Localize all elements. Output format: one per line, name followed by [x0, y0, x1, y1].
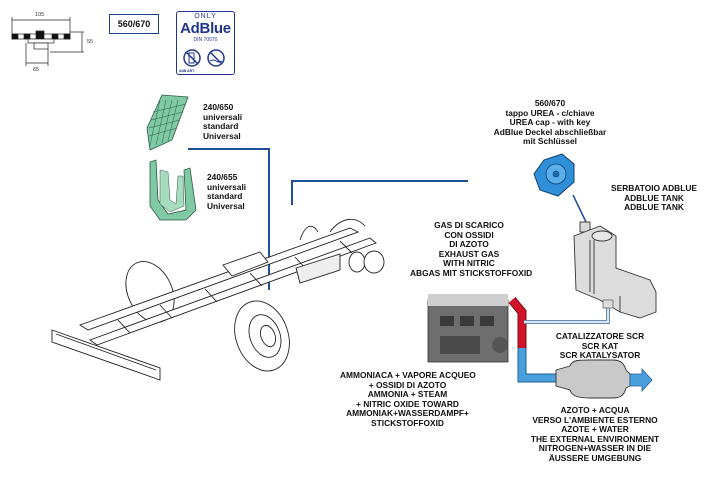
exhaust-label-line: WITH NITRIC — [443, 258, 495, 269]
ammonia-steam-label: AMMONIACA + VAPORE ACQUEO + OSSIDI DI AZ… — [340, 370, 476, 429]
exhaust-label-line: DI AZOTO — [449, 239, 489, 250]
output-label-line: AZOTO + ACQUA — [560, 405, 630, 415]
catalyst-label-line: SCR KAT — [581, 340, 619, 351]
scr-catalyst-label: CATALIZZATORE SCR SCR KAT SCR KATALYSATO… — [545, 331, 655, 361]
bracket-240-650-image — [146, 94, 189, 151]
catalyst-label-line: CATALIZZATORE SCR — [555, 331, 645, 341]
bracket-code: 240/655 — [207, 172, 238, 182]
exhaust-label-line: ABGAS MIT STICKSTOFFOXID — [410, 267, 533, 278]
urea-cap-line: AdBlue Deckel abschließbar — [493, 126, 607, 137]
exhaust-gas-label: GAS DI SCARICO CON OSSIDI DI AZOTO EXHAU… — [410, 220, 533, 279]
urea-cap-code: 560/670 — [534, 98, 566, 108]
dim-width-label: 105 — [35, 12, 45, 18]
bracket-desc-line: Universal — [207, 200, 245, 211]
dim-base-label: 65 — [33, 67, 40, 73]
urea-cap-line: tappo UREA - c/chiave — [505, 107, 595, 118]
output-label-line: VERSO L'AMBIENTE ESTERNO — [532, 414, 658, 425]
bracket-240-650-label: 240/650 universali standard Universal — [203, 102, 243, 141]
ammonia-label-line: + NITRIC OXIDE TOWARD — [356, 398, 459, 409]
output-label-line: NITROGEN+WASSER IN DIE — [538, 443, 652, 454]
ammonia-label-line: STICKSTOFFOXID — [371, 417, 444, 428]
adblue-only-label: ONLY AdBlue DIN 70070 AdB ART — [176, 11, 235, 75]
leader-lines — [188, 148, 587, 290]
output-label-line: THE EXTERNAL ENVIRONMENT — [530, 433, 660, 444]
exhaust-label-line: GAS DI SCARICO — [434, 220, 504, 230]
output-label-line: AZOTE + WATER — [561, 424, 629, 435]
urea-cap-line: UREA cap - with key — [509, 117, 591, 128]
adblue-code-text: AdB ART — [179, 69, 195, 73]
model-badge: 560/670 — [109, 14, 159, 34]
exhaust-pipes — [508, 297, 614, 383]
ammonia-label-line: + OSSIDI DI AZOTO — [368, 379, 447, 390]
scr-catalyst-image — [555, 359, 653, 399]
leader-line-cap — [572, 194, 587, 223]
outlet-arrow — [629, 367, 653, 393]
adblue-only-text: ONLY — [194, 13, 217, 20]
adblue-din-text: DIN 70070 — [193, 37, 218, 43]
exhaust-label-line: EXHAUST GAS — [438, 248, 500, 259]
urea-cap-image — [533, 153, 575, 197]
bracket-desc-line: universali — [207, 181, 247, 192]
catalyst-label-line: SCR KATALYSATOR — [559, 350, 641, 361]
tank-label-line: SERBATOIO ADBLUE — [611, 183, 697, 193]
output-label-line: ÄUSSERE UMGEBUNG — [548, 452, 642, 463]
ammonia-label-line: AMMONIAK+WASSERDAMPF+ — [346, 408, 469, 419]
bracket-desc-line: standard — [203, 121, 239, 132]
adblue-pictograms — [183, 49, 225, 67]
tank-label-line: ADBLUE TANK — [624, 192, 684, 203]
bracket-code: 240/650 — [203, 102, 234, 112]
bracket-desc-line: Universal — [203, 130, 241, 141]
adblue-tank-image — [573, 221, 657, 319]
truck-chassis-image — [51, 218, 385, 381]
engine-image — [427, 294, 509, 363]
ammonia-label-line: AMMONIA + STEAM — [367, 389, 448, 400]
adblue-brand-text: AdBlue — [180, 20, 231, 37]
urea-cap-line: mit Schlüssel — [523, 136, 577, 147]
nitrogen-water-output-label: AZOTO + ACQUA VERSO L'AMBIENTE ESTERNO A… — [520, 405, 670, 464]
tank-label-line: ADBLUE TANK — [624, 202, 684, 213]
bracket-240-655-label: 240/655 universali standard Universal — [207, 172, 247, 211]
ammonia-label-line: AMMONIACA + VAPORE ACQUEO — [340, 370, 476, 380]
leader-line-tank-mount — [291, 180, 468, 205]
leader-line-brackets — [188, 148, 270, 290]
exhaust-label-line: CON OSSIDI — [444, 229, 494, 240]
bracket-desc-line: universali — [203, 111, 243, 122]
cap-dimension-drawing — [11, 17, 84, 66]
dim-height-label: 55 — [87, 39, 94, 45]
bracket-desc-line: standard — [207, 191, 243, 202]
urea-cap-label: 560/670 tappo UREA - c/chiave UREA cap -… — [486, 98, 614, 147]
bracket-240-655-image — [149, 159, 197, 221]
adblue-tank-label: SERBATOIO ADBLUE ADBLUE TANK ADBLUE TANK — [604, 183, 704, 213]
urea-dosing-line — [524, 300, 610, 324]
